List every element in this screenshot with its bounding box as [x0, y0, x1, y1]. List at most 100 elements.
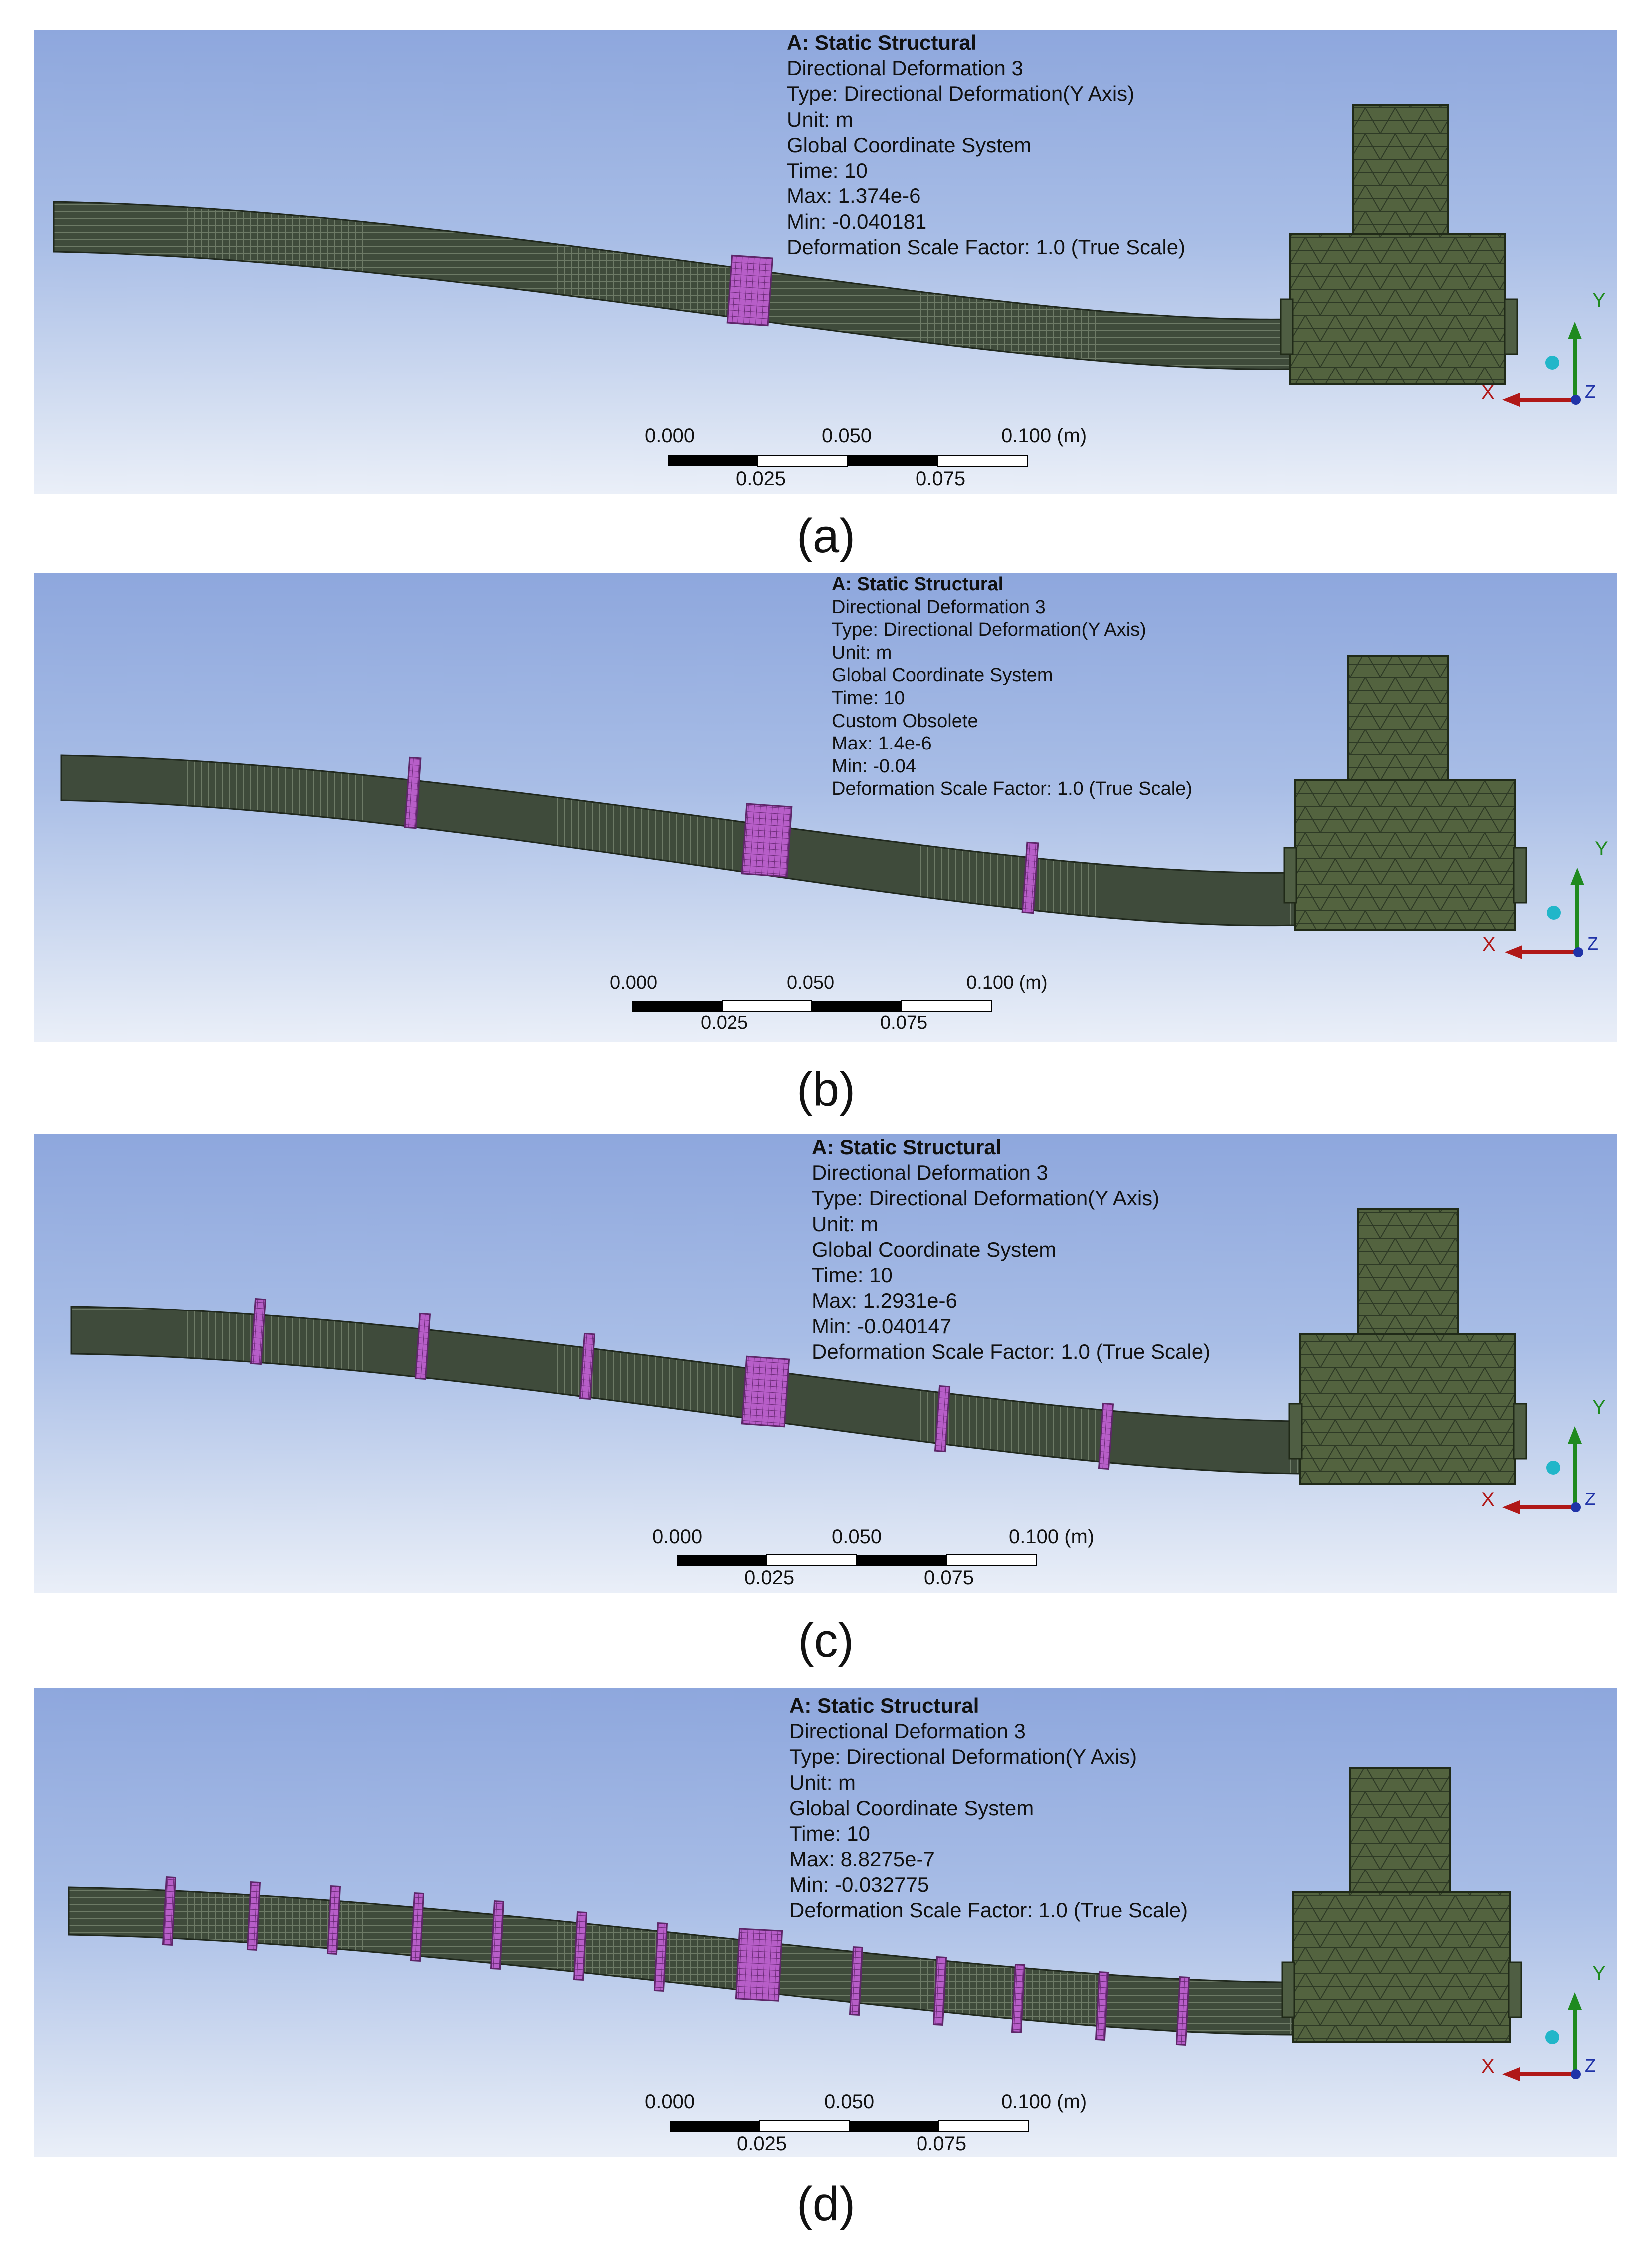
fixture-flange-right — [1504, 298, 1518, 355]
scale-label: 0.075 — [880, 1012, 928, 1033]
viewport-panel-b[interactable]: A: Static Structural Directional Deforma… — [34, 573, 1617, 1042]
node-marker — [1545, 356, 1559, 370]
result-legend: A: Static Structural Directional Deforma… — [832, 573, 1192, 801]
legend-line: Type: Directional Deformation(Y Axis) — [812, 1186, 1160, 1210]
scale-label: 0.100 (m) — [1009, 1526, 1095, 1548]
scale-bar-white-1 — [722, 1000, 812, 1012]
beam-model-b — [60, 655, 1584, 1012]
scale-bar-white-1 — [759, 2120, 850, 2132]
fixture-top — [1357, 1208, 1459, 1335]
support-ring — [1175, 1976, 1190, 2046]
scale-label: 0.075 — [917, 2133, 967, 2155]
support-ring — [579, 1332, 596, 1400]
caption-c: (c) — [798, 1614, 854, 1667]
scale-label: 0.100 (m) — [1001, 2091, 1087, 2113]
legend-line: Time: 10 — [832, 687, 905, 709]
scale-label: 0.100 (m) — [966, 972, 1048, 993]
scale-label: 0.050 — [824, 2091, 875, 2113]
scale-bar-white-1 — [757, 455, 848, 467]
legend-title: A: Static Structural — [812, 1135, 1002, 1159]
legend-line: Directional Deformation 3 — [787, 56, 1023, 80]
legend-line: Directional Deformation 3 — [789, 1719, 1026, 1743]
legend-line: Deformation Scale Factor: 1.0 (True Scal… — [787, 235, 1186, 259]
viewport-panel-d[interactable]: A: Static Structural Directional Deforma… — [34, 1688, 1617, 2157]
scale-bar-black-2 — [857, 1555, 946, 1566]
support-ring — [1021, 841, 1039, 914]
legend-line: Unit: m — [832, 642, 892, 663]
legend-line: Directional Deformation 3 — [812, 1161, 1048, 1185]
legend-line: Min: -0.04 — [832, 755, 916, 777]
support-ring — [326, 1885, 341, 1955]
scale-label: 0.025 — [744, 1567, 795, 1589]
fixture-flange-left — [1280, 298, 1294, 355]
fixture-flange-right — [1513, 847, 1527, 904]
beam-model-c — [70, 1208, 1582, 1566]
center-support — [741, 803, 793, 878]
scale-label: 0.050 — [787, 972, 835, 993]
support-ring — [246, 1881, 261, 1951]
legend-line: Max: 1.4e-6 — [832, 733, 932, 754]
legend-line: Deformation Scale Factor: 1.0 (True Scal… — [832, 778, 1192, 800]
result-legend: A: Static Structural Directional Deforma… — [812, 1134, 1210, 1364]
fixture-top — [1352, 104, 1449, 235]
legend-line: Custom Obsolete — [832, 710, 978, 732]
legend-line: Type: Directional Deformation(Y Axis) — [787, 82, 1135, 106]
legend-line: Max: 1.2931e-6 — [812, 1289, 957, 1312]
viewport-panel-c[interactable]: A: Static Structural Directional Deforma… — [34, 1134, 1617, 1593]
node-marker — [1546, 1461, 1560, 1475]
axis-z-label: Z — [1585, 2056, 1596, 2076]
fixture-top — [1347, 655, 1449, 781]
legend-line: Unit: m — [812, 1212, 879, 1236]
beam-model-d — [68, 1767, 1582, 2132]
caption-a: (a) — [796, 509, 856, 562]
viewport-panel-a[interactable]: A: Static Structural Directional Deforma… — [34, 30, 1617, 494]
support-ring — [250, 1298, 267, 1365]
scale-bar-black-1 — [632, 1001, 722, 1012]
fixture-base — [1292, 1891, 1511, 2043]
support-ring — [932, 1956, 947, 2026]
scale-bar-white-2 — [938, 2120, 1029, 2132]
support-ring — [490, 1900, 505, 1970]
fixture-flange-left — [1281, 1961, 1295, 2018]
fixture-flange-left — [1283, 847, 1297, 904]
legend-line: Global Coordinate System — [832, 665, 1053, 686]
legend-line: Deformation Scale Factor: 1.0 (True Scal… — [812, 1339, 1211, 1363]
scale-bar-black-2 — [849, 2121, 939, 2132]
fixture-base — [1289, 233, 1506, 385]
legend-line: Type: Directional Deformation(Y Axis) — [832, 619, 1146, 641]
scale-bar-black-2 — [848, 455, 937, 466]
center-support — [735, 1928, 783, 2002]
fixture-base — [1299, 1333, 1516, 1485]
scale-label: 0.100 (m) — [1001, 425, 1087, 447]
scale-bar-black-1 — [670, 2121, 759, 2132]
legend-line: Type: Directional Deformation(Y Axis) — [789, 1745, 1137, 1769]
result-legend: A: Static Structural Directional Deforma… — [789, 1693, 1188, 1923]
scale-label: 0.075 — [924, 1567, 974, 1589]
scale-bar-white-2 — [937, 455, 1028, 467]
legend-line: Min: -0.032775 — [789, 1872, 929, 1896]
support-ring — [404, 756, 422, 829]
scale-bar-white-2 — [946, 1554, 1037, 1566]
scale-label: 0.000 — [645, 425, 695, 447]
axis-z-label: Z — [1585, 381, 1596, 402]
axis-x-label: X — [1482, 934, 1496, 955]
support-ring — [414, 1312, 431, 1380]
scale-label: 0.025 — [737, 2133, 787, 2155]
scale-label: 0.025 — [701, 1012, 748, 1033]
legend-line: Max: 1.374e-6 — [787, 184, 921, 208]
scale-label: 0.025 — [736, 468, 786, 490]
support-ring — [653, 1922, 668, 1992]
axis-x-label: X — [1481, 1489, 1495, 1510]
fixture-base — [1294, 779, 1516, 931]
result-legend: A: Static Structural Directional Deforma… — [787, 30, 1185, 260]
support-ring — [1011, 1964, 1026, 2033]
legend-line: Min: -0.040147 — [812, 1314, 952, 1338]
scale-label: 0.050 — [832, 1526, 882, 1548]
scale-bar-black-1 — [677, 1555, 767, 1566]
axis-z-label: Z — [1587, 934, 1598, 954]
fixture-flange-right — [1513, 1403, 1527, 1460]
axis-y-label: Y — [1592, 1396, 1606, 1418]
legend-line: Deformation Scale Factor: 1.0 (True Scal… — [789, 1898, 1188, 1922]
legend-line: Time: 10 — [787, 159, 868, 183]
legend-title: A: Static Structural — [832, 574, 1004, 595]
